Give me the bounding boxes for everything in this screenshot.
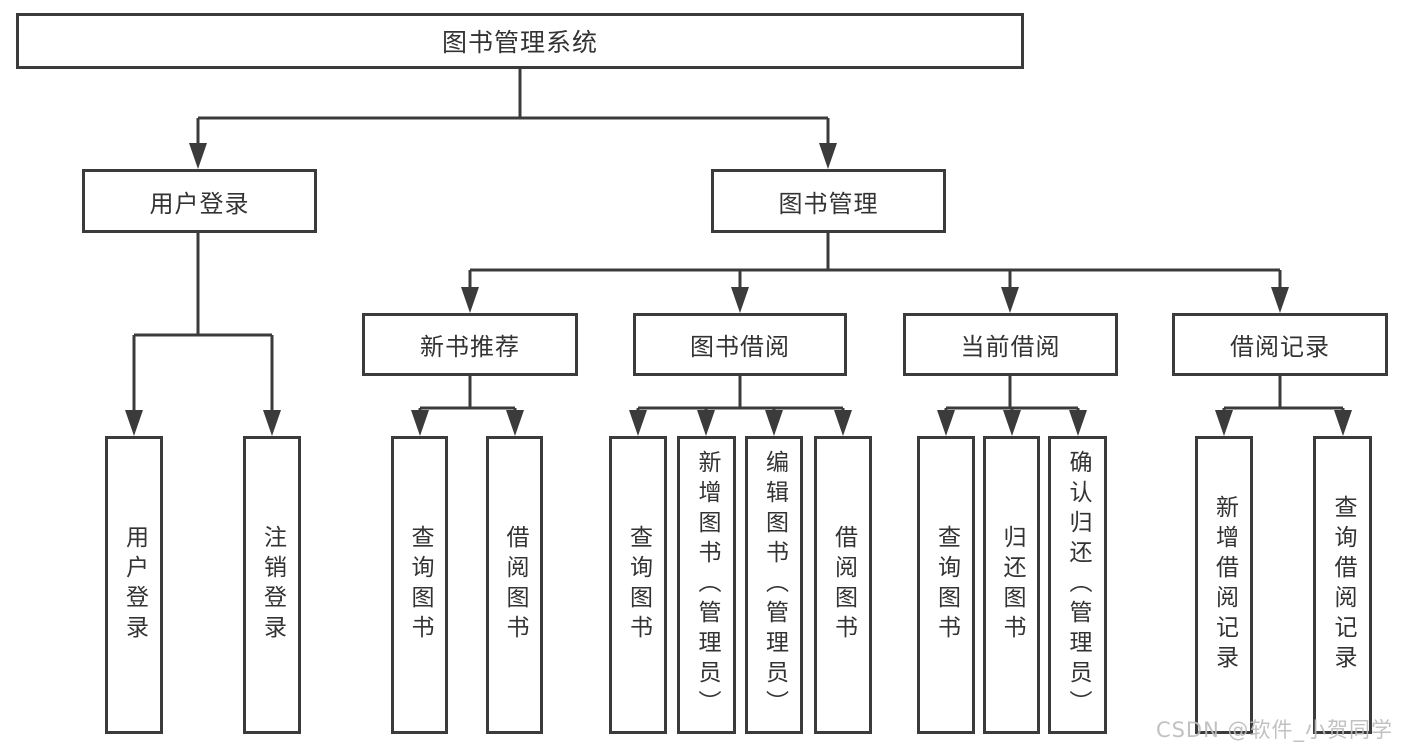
node-borrowing-records: 借阅记录 — [1172, 313, 1388, 376]
node-current-borrowing: 当前借阅 — [903, 313, 1118, 376]
leaf-query-borrow-record: 查询借阅记录 — [1313, 436, 1372, 734]
csdn-watermark: CSDN @软件_小贺同学 — [1155, 718, 1393, 742]
leaf-borrow-books-borrowing: 借阅图书 — [814, 436, 872, 734]
leaf-query-books-recommend: 查询图书 — [391, 436, 448, 734]
leaf-borrow-books-recommend: 借阅图书 — [486, 436, 543, 734]
leaf-add-borrow-record: 新增借阅记录 — [1195, 436, 1253, 734]
leaf-logout: 注销登录 — [243, 436, 301, 734]
leaf-return-books: 归还图书 — [983, 436, 1040, 734]
node-book-management: 图书管理 — [711, 169, 946, 233]
leaf-add-books-admin: 新增图书（管理员） — [677, 436, 736, 734]
node-new-book-recommend: 新书推荐 — [362, 313, 578, 376]
leaf-confirm-return-admin: 确认归还（管理员） — [1048, 436, 1107, 734]
leaf-query-books-current: 查询图书 — [917, 436, 975, 734]
leaf-edit-books-admin: 编辑图书（管理员） — [745, 436, 803, 734]
node-user-login: 用户登录 — [82, 169, 317, 233]
node-book-borrowing: 图书借阅 — [633, 313, 847, 376]
leaf-user-login: 用户登录 — [105, 436, 163, 734]
node-library-management-system: 图书管理系统 — [16, 13, 1024, 69]
leaf-query-books-borrowing: 查询图书 — [609, 436, 667, 734]
